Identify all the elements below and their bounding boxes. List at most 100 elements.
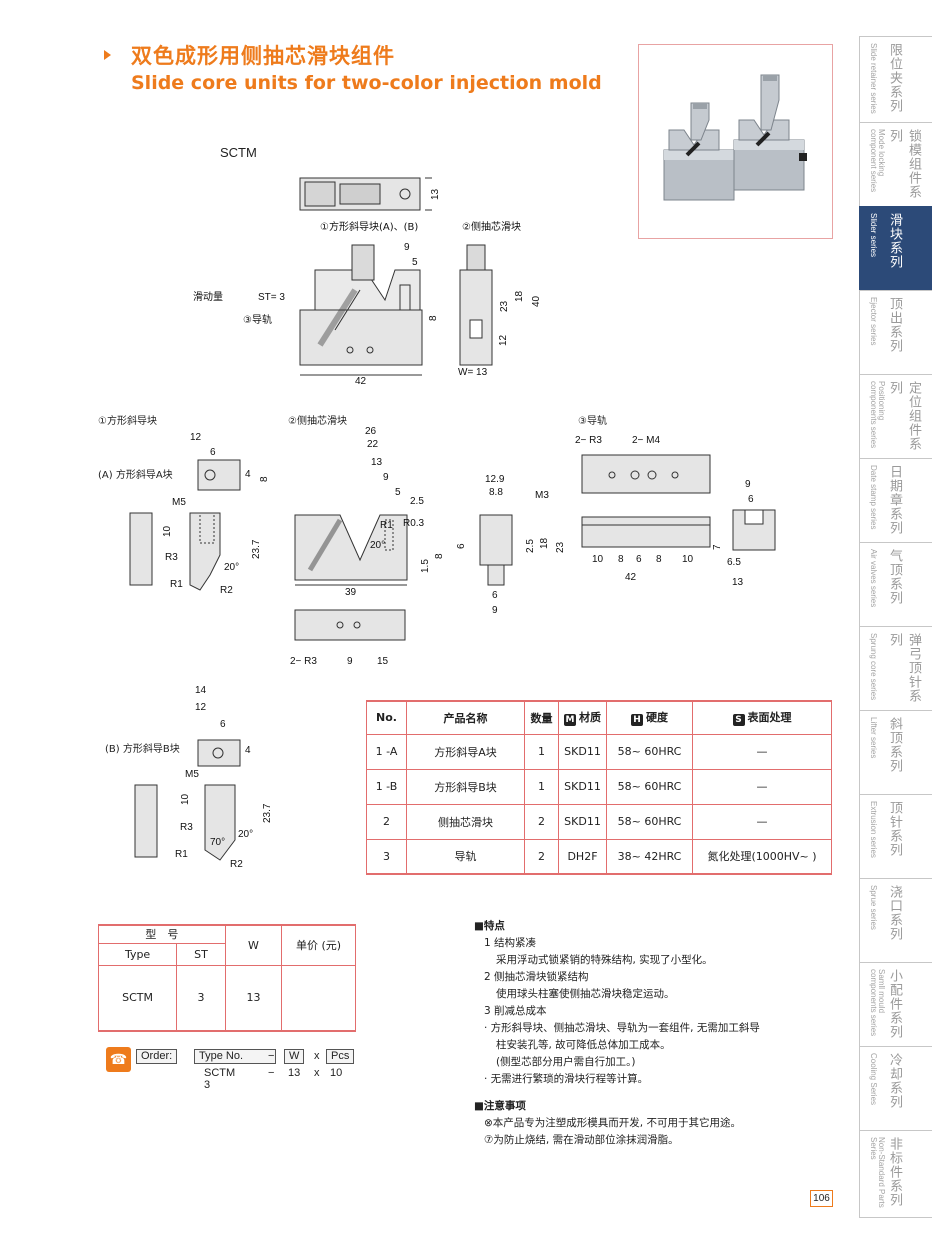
table-row: 1 -A 方形斜导A块 1 SKD11 58~ 60HRC — (366, 733, 832, 770)
part2-dim-9: 9 (383, 472, 389, 483)
order-example-dash: − (268, 1067, 275, 1079)
part1b-m5: M5 (185, 769, 199, 780)
part2-dim-15: 1.5 (420, 559, 431, 573)
part1a-r1: R1 (170, 579, 183, 590)
sidebar-item-sublabel: Positioning components series (869, 381, 886, 449)
spec-cell: 58~ 60HRC (606, 768, 693, 805)
assembly-drawing: 13 42 滑动量 ST= 3 ③导轨 ①方形斜导块(A)、(B) 9 5 8 … (193, 177, 542, 387)
feature-bullet: 柱安装孔等, 故可降低总体加工成本。 (496, 1039, 671, 1051)
part1b-dim-14: 14 (195, 685, 207, 696)
sidebar-item-slide-retainer[interactable]: 限位夹系列 Slide retainer series (859, 36, 932, 122)
part2-r1: R1 (380, 520, 393, 531)
sidebar-item-non-standard[interactable]: 非标件系列 Non-Standard Parts Series (859, 1130, 932, 1218)
part2-dim-25b: 2.5 (525, 539, 536, 553)
price-table: 型 号 W 单价 (元) Type ST SCTM 3 13 (97, 924, 356, 1032)
sidebar-item-sublabel: Slide retainer series (869, 43, 878, 114)
spec-cell: 1 -A (366, 733, 407, 770)
part2-m3: M3 (535, 490, 549, 501)
part2-dim-6: 6 (456, 543, 467, 549)
part2-dim-5: 5 (395, 487, 401, 498)
sidebar-item-label: 冷却系列 (887, 1053, 902, 1109)
spec-cell: SKD11 (558, 733, 607, 770)
order-x: x (314, 1050, 320, 1062)
part2-drawing: 26 22 13 9 5 2.5 R1 R0.3 20° 1.5 8 39 2−… (290, 426, 566, 667)
order-example-pcs: 10 (330, 1067, 343, 1079)
spec-header-qty: 数量 (524, 700, 559, 735)
sidebar-item-slider[interactable]: 滑块系列 Slider series (859, 206, 932, 290)
title-arrow-icon (104, 50, 111, 60)
part1b-dim-12: 12 (195, 702, 207, 713)
part3-dim-9: 9 (745, 479, 751, 490)
part1b-dim-237: 23.7 (262, 803, 273, 823)
sidebar-item-positioning[interactable]: 定位组件系列 Positioning components series (859, 374, 932, 458)
part2-dim-22: 22 (367, 439, 379, 450)
spec-header-name: 产品名称 (406, 700, 525, 735)
part1b-drawing: 14 12 6 4 M5 10 R3 70° 20° R1 R2 23.7 (134, 685, 273, 870)
sidebar-item-sublabel: Sprung core series (869, 633, 878, 701)
table-row: SCTM 3 13 (97, 964, 356, 1032)
assembly-dim-23: 23 (499, 300, 510, 312)
feature-bullet: · 方形斜导块、侧抽芯滑块、导轨为一套组件, 无需加工斜导 (484, 1022, 760, 1034)
sidebar-item-label: 限位夹系列 (887, 43, 902, 113)
sidebar-item-sublabel: Ejector series (869, 297, 878, 346)
sidebar-item-date-stamp[interactable]: 日期章系列 Date stamp series (859, 458, 932, 542)
sidebar-item-sublabel: Air valves series (869, 549, 878, 608)
part2-dim-13: 13 (371, 457, 383, 468)
sidebar-item-small-components[interactable]: 小配件系列 Samll mould components series (859, 962, 932, 1046)
sidebar-item-ejector[interactable]: 顶出系列 Ejector series (859, 290, 932, 374)
sidebar-item-sprung-core[interactable]: 弹弓顶针系列 Sprung core series (859, 626, 932, 710)
part3-dim-10a: 10 (592, 554, 604, 565)
part1-sub-b: (B) 方形斜导B块 (105, 744, 180, 755)
part3-dim-10b: 10 (682, 554, 694, 565)
note-item: ⊗本产品专为注塑成形模具而开发, 不可用于其它用途。 (484, 1117, 741, 1129)
feature-bullet: · 无需进行繁琐的滑块行程等计算。 (484, 1073, 649, 1085)
part2-r03: R0.3 (403, 518, 425, 529)
sidebar-item-sprue[interactable]: 浇口系列 Sprue series (859, 878, 932, 962)
assembly-dim-w13: W= 13 (458, 367, 488, 378)
order-pcs: Pcs (326, 1049, 355, 1064)
sidebar-item-label: 小配件系列 (887, 969, 902, 1039)
table-row: 1 -B 方形斜导B块 1 SKD11 58~ 60HRC — (366, 768, 832, 805)
order-example-type: SCTM 3 (204, 1067, 236, 1091)
assembly-callout-2: ②侧抽芯滑块 (462, 220, 521, 233)
spec-cell: 2 (524, 803, 559, 840)
order-type-no: Type No. (194, 1049, 276, 1064)
sidebar-item-mode-locking[interactable]: 锁模组件系列 Mode locking component series (859, 122, 932, 206)
part3-dim-7: 7 (712, 544, 723, 550)
hardness-icon: H (631, 714, 643, 727)
part1a-dim-8: 8 (259, 476, 270, 482)
features-heading: ■特点 (474, 920, 505, 932)
sidebar-item-air-valves[interactable]: 气顶系列 Air valves series (859, 542, 932, 626)
part3-dim-65: 6.5 (727, 557, 741, 568)
part1-heading: ①方形斜导块 (98, 416, 157, 427)
spec-cell: — (692, 768, 832, 805)
part2-dim-25: 2.5 (410, 496, 424, 507)
sidebar-item-label: 非标件系列 (887, 1137, 902, 1207)
sidebar-item-sublabel: Extrusion series (869, 801, 878, 858)
part1a-dim-4: 4 (245, 469, 251, 480)
part3-dim-6: 6 (636, 554, 642, 565)
assembly-dim-12: 12 (498, 334, 509, 346)
price-header-type-en: Type (97, 942, 178, 966)
phone-icon: ☎ (106, 1047, 131, 1072)
sidebar: 限位夹系列 Slide retainer series 锁模组件系列 Mode … (859, 36, 932, 1218)
assembly-dim-42: 42 (355, 376, 367, 387)
assembly-st: ST= 3 (258, 292, 285, 303)
part3-dim-6b: 6 (748, 494, 754, 505)
sidebar-item-cooling[interactable]: 冷却系列 Cooling Series (859, 1046, 932, 1130)
sidebar-item-sublabel: Sprue series (869, 885, 878, 930)
assembly-slide-amount: 滑动量 (193, 291, 223, 303)
part3-r3: 2− R3 (575, 435, 602, 446)
part1b-dim-6: 6 (220, 719, 226, 730)
part1a-dim-6: 6 (210, 447, 216, 458)
part2-dim-9c: 9 (492, 605, 498, 616)
part1b-dim-4: 4 (245, 745, 251, 756)
sidebar-item-label: 斜顶系列 (887, 717, 902, 773)
sidebar-item-extrusion[interactable]: 顶针系列 Extrusion series (859, 794, 932, 878)
spec-cell: 侧抽芯滑块 (406, 803, 525, 840)
part1b-angle70: 70° (210, 837, 225, 848)
sidebar-item-lifter[interactable]: 斜顶系列 Lifter series (859, 710, 932, 794)
spec-cell: DH2F (558, 838, 607, 875)
